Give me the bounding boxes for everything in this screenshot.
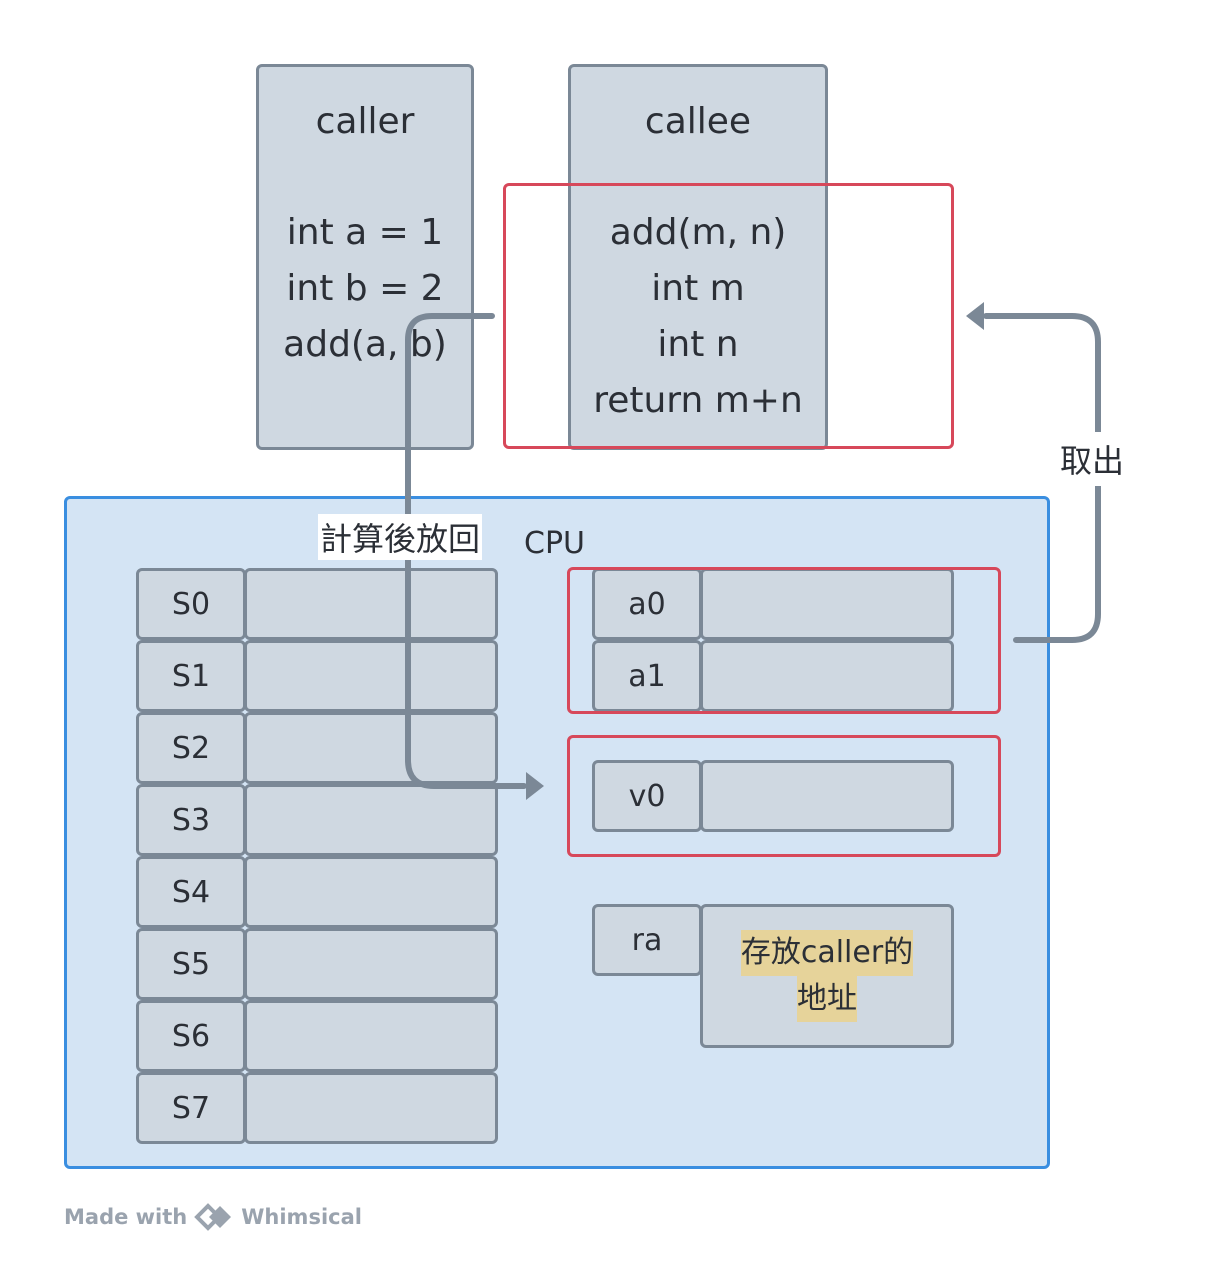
s-register-value	[244, 568, 498, 640]
caller-line-1: int a = 1	[286, 212, 444, 253]
s-register-value	[244, 784, 498, 856]
caller-line-2: int b = 2	[286, 268, 444, 309]
v0-register-name: v0	[592, 760, 702, 832]
return-arrow-head	[526, 772, 544, 800]
a1-register-value	[700, 640, 954, 712]
caller-title: caller	[315, 101, 415, 142]
s-register-value	[244, 856, 498, 928]
callee-line-1: add(m, n)	[609, 212, 787, 253]
cpu-label: CPU	[524, 526, 585, 561]
footer-made-with: Made with	[64, 1205, 188, 1229]
ra-note-line-2: 地址	[797, 976, 857, 1022]
footer-watermark: Made with Whimsical	[64, 1200, 362, 1234]
ra-register-name: ra	[592, 904, 702, 976]
callee-line-2: int m	[651, 268, 745, 309]
s-register-name: S7	[136, 1072, 246, 1144]
whimsical-logo-icon	[194, 1203, 232, 1231]
s-register-name: S1	[136, 640, 246, 712]
s-register-value	[244, 712, 498, 784]
s-register-name: S6	[136, 1000, 246, 1072]
caller-line-3: add(a, b)	[283, 324, 447, 365]
callee-title: callee	[644, 101, 752, 142]
return-register-frame	[567, 735, 1001, 857]
s-register-value	[244, 928, 498, 1000]
s-register-value	[244, 1000, 498, 1072]
callee-body-frame	[503, 183, 954, 449]
s-register-value	[244, 1072, 498, 1144]
v0-register-value	[700, 760, 954, 832]
callee-line-3: int n	[657, 324, 739, 365]
footer-brand: Whimsical	[241, 1205, 362, 1229]
s-register-value	[244, 640, 498, 712]
caller-box: caller int a = 1 int b = 2 add(a, b)	[256, 64, 474, 450]
take-out-label: 取出	[1060, 432, 1125, 486]
compute-return-label: 計算後放回	[318, 514, 483, 560]
take-out-arrow-head	[966, 302, 984, 330]
ra-register-value: 存放caller的 地址	[700, 904, 954, 1048]
a1-register-name: a1	[592, 640, 702, 712]
ra-note-line-1: 存放caller的	[740, 930, 914, 976]
arg-registers-frame	[567, 567, 1001, 714]
callee-line-4: return m+n	[593, 380, 803, 421]
s-register-name: S3	[136, 784, 246, 856]
s-register-name: S4	[136, 856, 246, 928]
